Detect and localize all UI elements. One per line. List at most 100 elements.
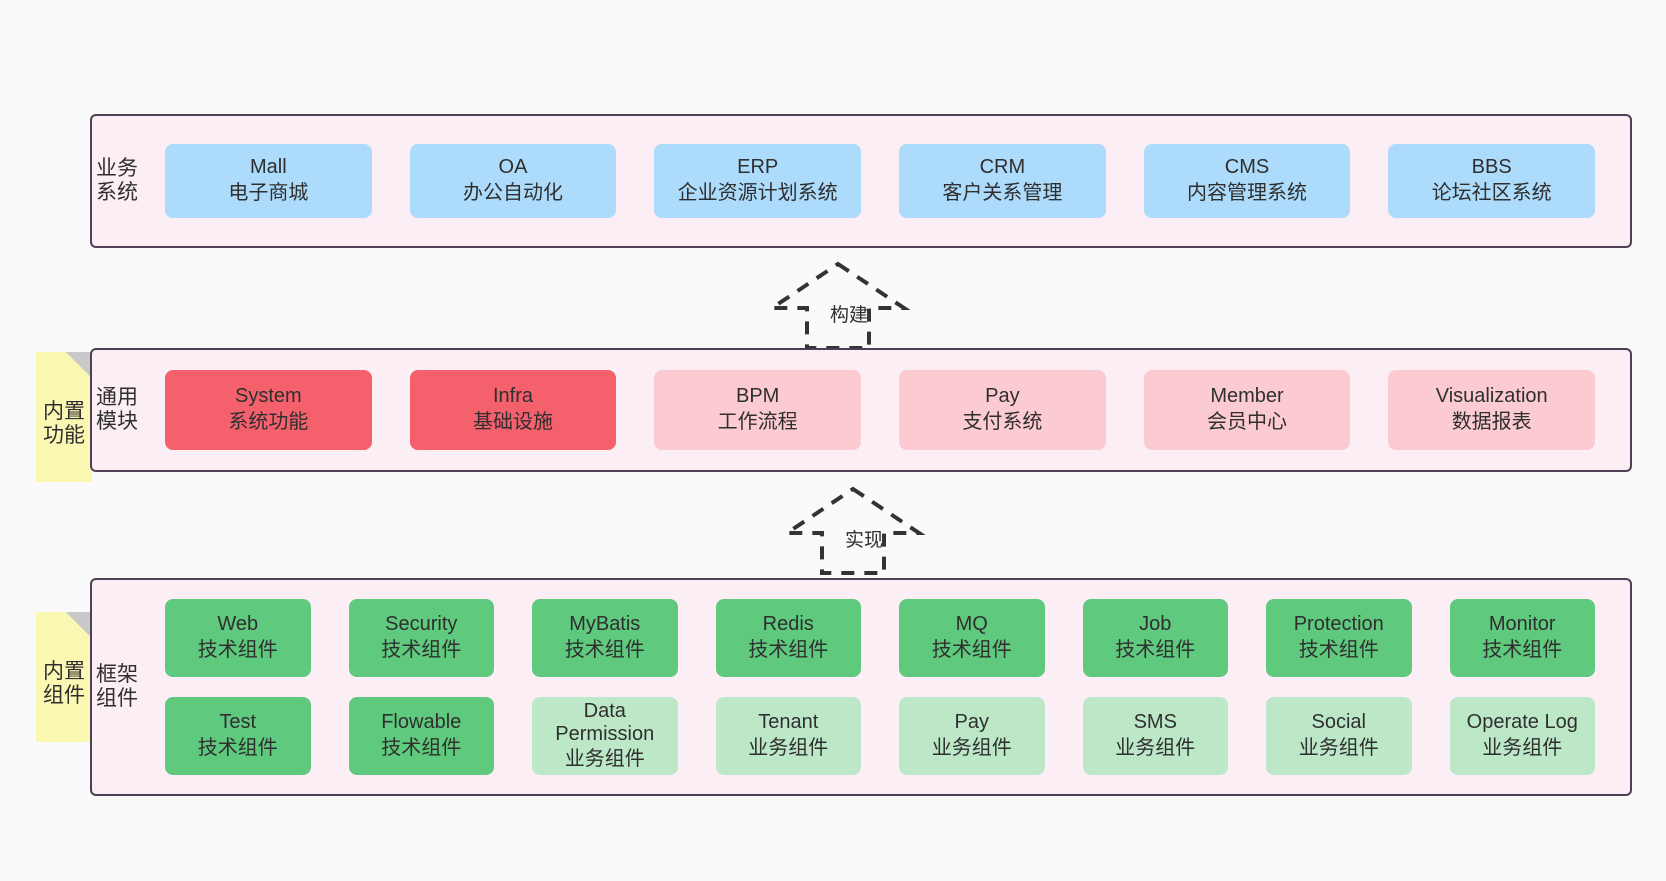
component-desc: 业务组件 [1482, 737, 1563, 759]
component-desc: 技术组件 [931, 639, 1012, 661]
component-name: SMS [1133, 711, 1177, 734]
module-name: Mall [250, 156, 287, 179]
module-box-crm[interactable]: CRM 客户关系管理 [899, 144, 1106, 218]
component-desc: 业务组件 [748, 737, 829, 759]
component-name: Web [217, 613, 259, 636]
note-text: 内置组件 [43, 659, 85, 707]
connector-implement: 实现 [778, 485, 928, 577]
note-builtin-feature: 内置功能 [36, 352, 92, 482]
component-cell: MQ 技术组件 [880, 598, 1064, 678]
component-cell: Web 技术组件 [146, 598, 330, 678]
component-name: Monitor [1488, 613, 1556, 636]
module-box-erp[interactable]: ERP 企业资源计划系统 [654, 144, 862, 218]
module-desc: 办公自动化 [463, 182, 563, 204]
component-cell: MyBatis 技术组件 [513, 598, 697, 678]
component-name: Security [385, 613, 458, 636]
layer-business-system: 业务系统 Mall 电子商城 OA 办公自动化 ERP 企业资源计划系统 CRM… [90, 114, 1632, 248]
module-name: BBS [1471, 156, 1512, 179]
component-row-tech: Web 技术组件 Security 技术组件 MyBatis 技术组件 Redi… [146, 598, 1614, 678]
component-box-protection[interactable]: Protection 技术组件 [1266, 599, 1412, 677]
module-desc: 系统功能 [228, 411, 309, 433]
component-box-redis[interactable]: Redis 技术组件 [715, 599, 861, 677]
component-name: Data Permission [555, 699, 655, 746]
component-box-test[interactable]: Test 技术组件 [165, 697, 311, 775]
module-cell: OA 办公自动化 [391, 116, 636, 246]
layer-items-business-system: Mall 电子商城 OA 办公自动化 ERP 企业资源计划系统 CRM 客户关系… [142, 116, 1630, 246]
module-desc: 会员中心 [1207, 411, 1288, 433]
component-box-pay[interactable]: Pay 业务组件 [899, 697, 1045, 775]
note-fold-icon [66, 612, 92, 638]
module-box-bpm[interactable]: BPM 工作流程 [654, 370, 862, 450]
module-box-mall[interactable]: Mall 电子商城 [165, 144, 372, 218]
layer-title-business-system: 业务系统 [96, 156, 138, 204]
component-cell: SMS 业务组件 [1064, 696, 1248, 776]
connector-build: 构建 [763, 260, 913, 352]
module-name: Pay [985, 385, 1020, 408]
module-box-member[interactable]: Member 会员中心 [1143, 370, 1351, 450]
component-box-mybatis[interactable]: MyBatis 技术组件 [532, 599, 678, 677]
module-cell: Member 会员中心 [1125, 350, 1370, 470]
component-desc: 技术组件 [381, 737, 462, 759]
module-desc: 客户关系管理 [942, 182, 1063, 204]
component-cell: Operate Log 业务组件 [1431, 696, 1615, 776]
module-cell: BPM 工作流程 [635, 350, 880, 470]
component-desc: 技术组件 [197, 639, 278, 661]
component-box-social[interactable]: Social 业务组件 [1266, 697, 1412, 775]
component-desc: 技术组件 [197, 737, 278, 759]
component-name: MQ [955, 613, 988, 636]
layer-title-common-module: 通用模块 [96, 385, 138, 433]
component-box-operate-log[interactable]: Operate Log 业务组件 [1449, 697, 1595, 775]
module-desc: 内容管理系统 [1187, 182, 1308, 204]
module-box-bbs[interactable]: BBS 论坛社区系统 [1388, 144, 1596, 218]
component-box-monitor[interactable]: Monitor 技术组件 [1449, 599, 1595, 677]
module-box-cms[interactable]: CMS 内容管理系统 [1143, 144, 1351, 218]
component-box-job[interactable]: Job 技术组件 [1082, 599, 1228, 677]
module-desc: 数据报表 [1451, 411, 1532, 433]
module-name: Visualization [1435, 385, 1548, 408]
module-box-infra[interactable]: Infra 基础设施 [409, 370, 617, 450]
component-cell: Protection 技术组件 [1247, 598, 1431, 678]
connector-label-build: 构建 [830, 305, 869, 326]
module-name: CMS [1224, 156, 1270, 179]
layer-title-framework-component: 框架组件 [96, 662, 138, 710]
module-desc: 论坛社区系统 [1431, 182, 1552, 204]
layer-common-module: 通用模块 System 系统功能 Infra 基础设施 BPM 工作流程 Pay… [90, 348, 1632, 472]
note-fold-icon [66, 352, 92, 378]
module-cell: Pay 支付系统 [880, 350, 1125, 470]
component-name: Test [219, 711, 257, 734]
module-desc: 工作流程 [717, 411, 798, 433]
module-name: CRM [979, 156, 1026, 179]
note-builtin-component: 内置组件 [36, 612, 92, 742]
component-name: Protection [1293, 613, 1384, 636]
component-cell: Redis 技术组件 [697, 598, 881, 678]
module-box-pay[interactable]: Pay 支付系统 [899, 370, 1106, 450]
component-cell: Job 技术组件 [1064, 598, 1248, 678]
component-desc: 技术组件 [381, 639, 462, 661]
component-box-security[interactable]: Security 技术组件 [348, 599, 494, 677]
component-desc: 技术组件 [1298, 639, 1379, 661]
component-box-flowable[interactable]: Flowable 技术组件 [348, 697, 494, 775]
module-desc: 支付系统 [962, 411, 1043, 433]
component-name: Tenant [758, 711, 819, 734]
component-cell: Tenant 业务组件 [697, 696, 881, 776]
component-name: Pay [954, 711, 989, 734]
module-box-visualization[interactable]: Visualization 数据报表 [1388, 370, 1596, 450]
module-box-system[interactable]: System 系统功能 [165, 370, 372, 450]
module-cell: CMS 内容管理系统 [1125, 116, 1370, 246]
module-desc: 电子商城 [228, 182, 309, 204]
component-box-mq[interactable]: MQ 技术组件 [899, 599, 1045, 677]
module-desc: 企业资源计划系统 [677, 182, 838, 204]
component-box-web[interactable]: Web 技术组件 [165, 599, 311, 677]
component-box-data-permission[interactable]: Data Permission 业务组件 [532, 697, 678, 775]
layer-items-framework-component: Web 技术组件 Security 技术组件 MyBatis 技术组件 Redi… [142, 580, 1630, 794]
component-desc: 业务组件 [564, 747, 645, 770]
component-box-sms[interactable]: SMS 业务组件 [1082, 697, 1228, 775]
module-cell: ERP 企业资源计划系统 [635, 116, 880, 246]
connector-label-implement: 实现 [845, 530, 884, 551]
component-desc: 业务组件 [1115, 737, 1196, 759]
component-box-tenant[interactable]: Tenant 业务组件 [715, 697, 861, 775]
component-desc: 技术组件 [1482, 639, 1563, 661]
module-box-oa[interactable]: OA 办公自动化 [409, 144, 617, 218]
component-desc: 业务组件 [1298, 737, 1379, 759]
module-name: ERP [737, 156, 779, 179]
